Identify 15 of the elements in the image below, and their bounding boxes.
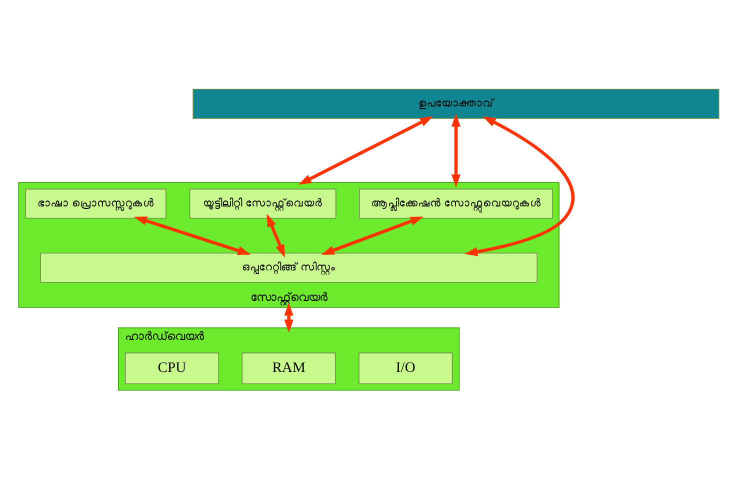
arrow xyxy=(266,214,285,258)
node-box: ഒപ്പറേറ്റിങ്ങ് സിസ്റ്റം xyxy=(40,252,538,283)
node-box: I/O xyxy=(358,352,453,384)
arrow xyxy=(321,216,424,255)
node-box: ഉപയോക്താവ് xyxy=(192,88,720,119)
arrow xyxy=(284,302,294,333)
arrow xyxy=(464,116,574,256)
arrow xyxy=(134,216,251,255)
node-box: യൂട്ടിലിറ്റി സോഫ്റ്റ്‌വെയർ xyxy=(189,188,336,219)
arrow xyxy=(298,116,434,185)
node-box: ഭാഷാ പ്രൊസസ്സറുകൾ xyxy=(25,188,166,219)
node-box: CPU xyxy=(124,352,220,384)
node-box: RAM xyxy=(242,352,336,384)
arrow xyxy=(451,114,461,188)
node-box: ആപ്ലിക്കേഷൻ സോഫ്റ്റുവെയറുകൾ xyxy=(359,188,553,219)
